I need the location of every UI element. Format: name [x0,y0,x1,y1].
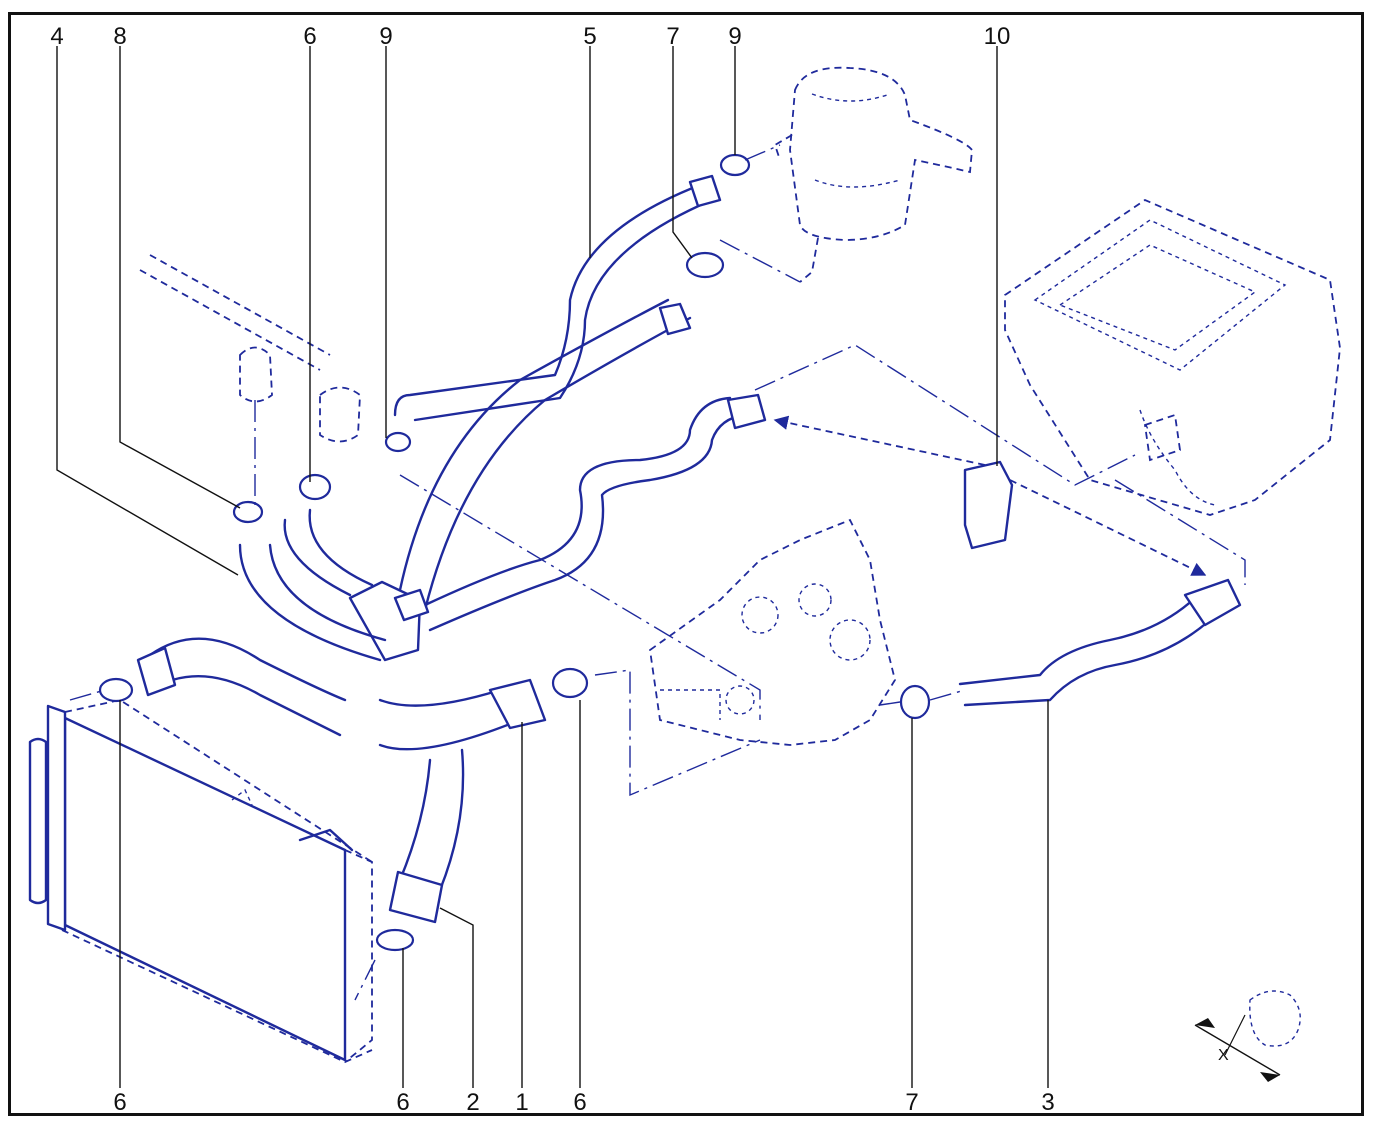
hose-3-end[interactable] [1183,578,1242,627]
hose-6-upper[interactable] [283,508,374,597]
clamp-6-left[interactable] [98,677,134,703]
y-junction-stub[interactable] [393,588,430,622]
hose-heater-end[interactable] [726,393,767,430]
clamp-7-lower[interactable] [899,684,931,720]
hose-main-outlet[interactable] [378,688,517,751]
clamp-6-middle[interactable] [551,667,589,699]
hose-clip-10[interactable] [963,460,1014,550]
hose-2[interactable] [398,748,465,892]
label-top-4: 4 [50,23,63,50]
label-bottom-6a: 6 [113,1089,126,1116]
label-top-7: 7 [666,23,679,50]
clamp-9-left[interactable] [384,431,412,453]
expansion-tank [773,66,973,283]
radiator [28,699,373,1063]
label-top-8: 8 [113,23,126,50]
orientation-mark: X [1194,990,1301,1082]
top-labels: 4 8 6 9 5 7 9 10 [50,23,1010,50]
hose-3[interactable] [958,596,1212,707]
label-bottom-6c: 6 [573,1089,586,1116]
clamp-6-lower[interactable] [375,928,415,952]
label-bottom-7: 7 [905,1089,918,1116]
hose-2-coupler[interactable] [388,870,444,924]
label-top-5: 5 [583,23,596,50]
clamp-6-upper[interactable] [298,473,332,501]
label-bottom-3: 3 [1041,1089,1054,1116]
diagram-frame [8,12,1364,1116]
heater-unit [1004,198,1341,516]
clamp-9-right[interactable] [719,153,751,177]
engine-block [649,518,896,746]
hose-heater-feed[interactable] [423,396,747,632]
expansion-hose-end[interactable] [688,174,722,208]
clamp-8[interactable] [232,500,264,524]
label-bottom-1: 1 [515,1089,528,1116]
label-bottom-6b: 6 [396,1089,409,1116]
label-top-6: 6 [303,23,316,50]
orientation-axis-label: X [1218,1047,1229,1064]
label-top-10: 10 [984,23,1011,50]
hose-4[interactable] [238,543,387,662]
hose-upper-branch[interactable] [398,298,692,612]
clamps [98,153,931,952]
bottom-labels: 6 6 2 1 6 7 3 [113,1089,1054,1116]
label-bottom-2: 2 [466,1089,479,1116]
radiator-connector[interactable] [136,646,177,697]
label-top-9a: 9 [379,23,392,50]
assembly-lines [69,144,1246,1001]
tank-hose-end[interactable] [658,302,692,336]
leader-lines [56,46,1049,1088]
label-top-9b: 9 [728,23,741,50]
hose-1-coupler[interactable] [488,678,547,730]
clamp-7-upper[interactable] [685,251,725,279]
hose-5[interactable] [393,183,714,422]
hose-1[interactable] [148,637,347,737]
engine-outlet-fitting [139,254,361,443]
